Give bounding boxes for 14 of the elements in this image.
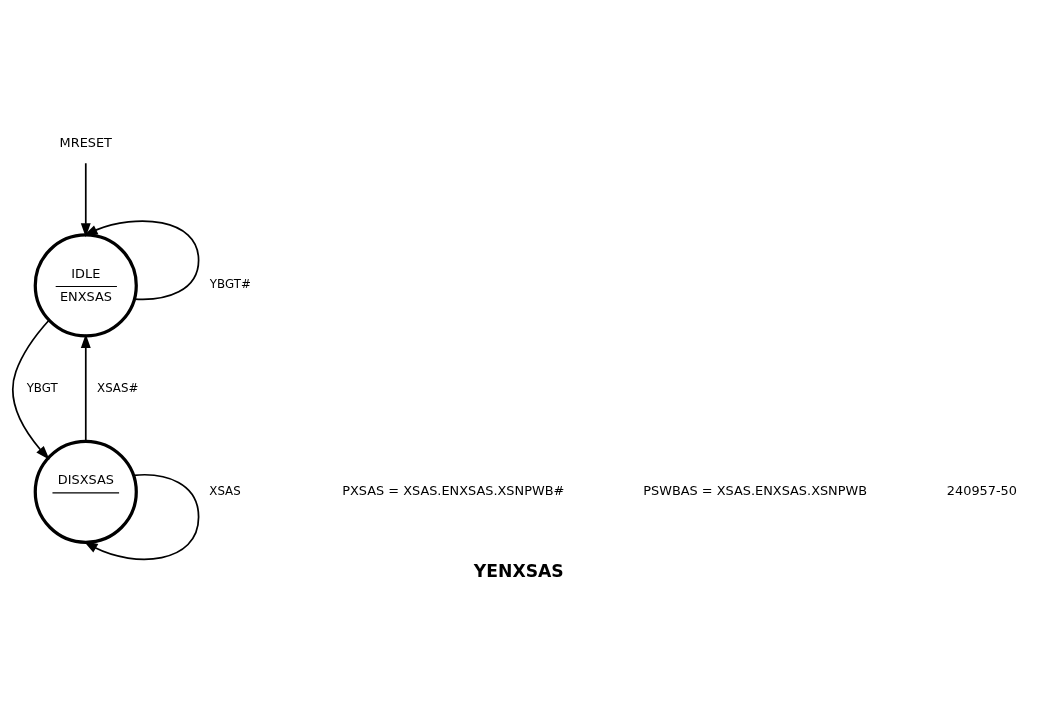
arrow (83, 473, 200, 560)
edge-label: YBGT (26, 380, 58, 395)
label: PSWBAS = XSAS.ENXSAS.XSNPWB (643, 482, 868, 498)
edge-label: XSAS (209, 483, 241, 498)
edge-label: XSAS# (97, 380, 139, 395)
node-circle: IDLE ENXSAS (33, 232, 138, 338)
arrow (80, 161, 91, 237)
edge-label: YBGT# (209, 276, 251, 291)
caption: YENXSAS (473, 560, 564, 581)
node-text: MRESET (59, 134, 112, 150)
arrow (12, 318, 50, 460)
arrow (80, 333, 91, 442)
label: 240957-50 (946, 482, 1018, 498)
label: PXSAS = XSAS.ENXSAS.XSNPWB# (342, 482, 565, 498)
